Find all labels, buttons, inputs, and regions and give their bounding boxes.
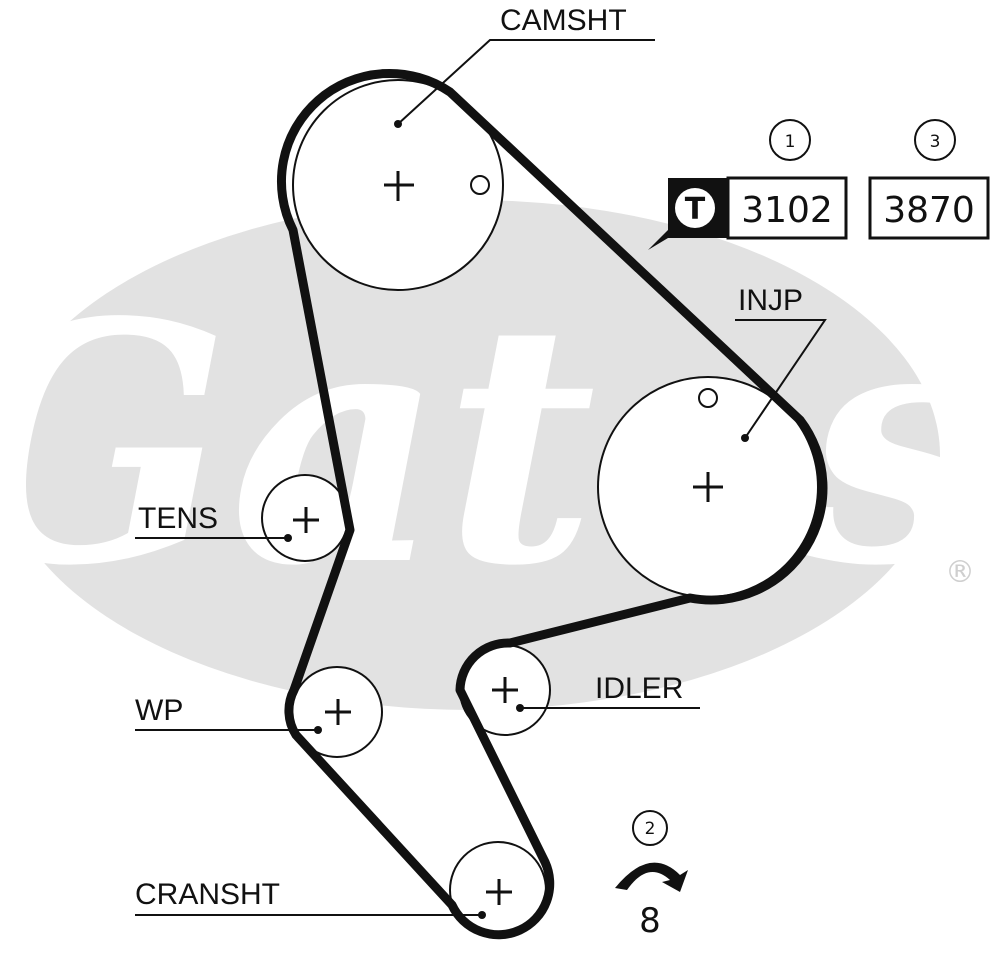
registered-mark: ®	[945, 555, 975, 590]
label-tensioner: TENS	[138, 502, 218, 535]
svg-text:3102: 3102	[741, 190, 833, 231]
label-water-pump: WP	[135, 694, 183, 727]
center-marks	[293, 171, 723, 905]
timing-belt	[276, 69, 828, 940]
label-camshaft: CAMSHT	[500, 4, 627, 37]
label-crankshaft: CRANSHT	[135, 878, 280, 911]
part-number-box-1: T 3102 1	[648, 119, 848, 250]
gates-logo: Gates ®	[0, 200, 992, 710]
camshaft-leader	[397, 39, 655, 125]
camshaft-timing-mark	[470, 175, 490, 195]
injection-pump-leader	[735, 319, 827, 439]
label-injection-pump: INJP	[738, 284, 803, 317]
tool-icon	[675, 188, 715, 228]
part-number-box-2: 3870 3	[868, 119, 990, 240]
label-idler: IDLER	[595, 672, 683, 705]
rotation-indicator: 2 8	[615, 810, 688, 941]
svg-text:2: 2	[645, 819, 656, 839]
clockwise-arrow-icon	[615, 862, 688, 892]
svg-text:1: 1	[785, 132, 796, 152]
svg-text:8: 8	[639, 901, 661, 941]
svg-text:T: T	[685, 192, 706, 227]
svg-text:Gates: Gates	[0, 250, 992, 638]
svg-text:3: 3	[930, 132, 941, 152]
svg-text:3870: 3870	[883, 190, 975, 231]
injection-pump-timing-mark	[698, 388, 718, 408]
